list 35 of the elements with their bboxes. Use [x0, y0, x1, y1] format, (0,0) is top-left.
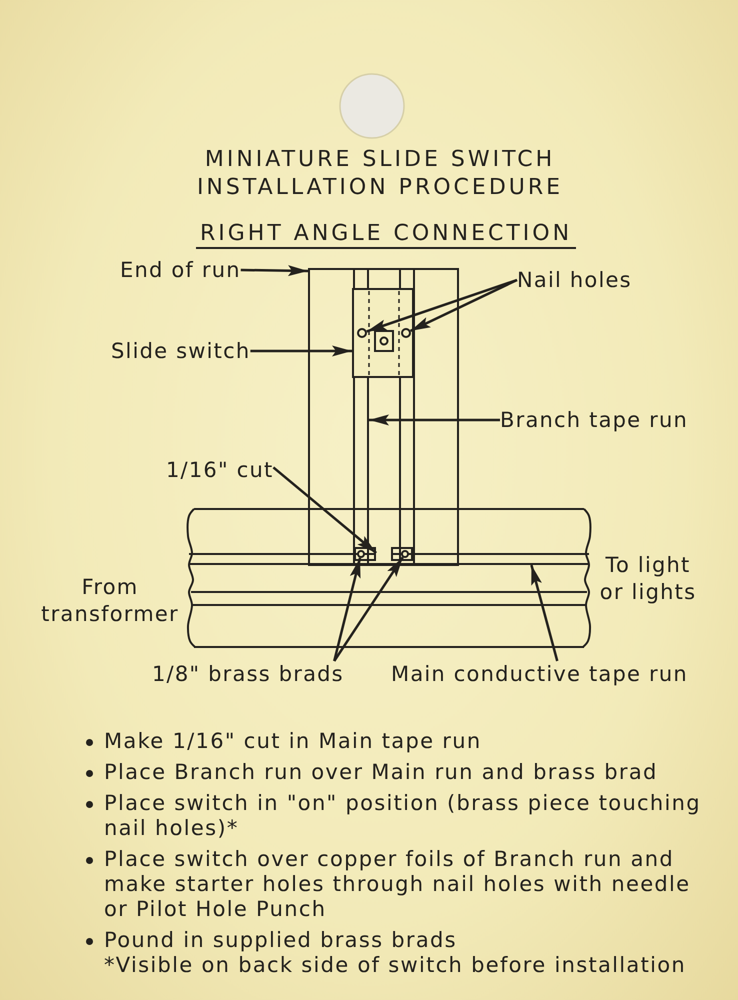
branch-tape [308, 268, 459, 566]
callout-label: Nail holes [517, 267, 632, 293]
leader-arrow [250, 346, 352, 356]
nail-hole [357, 328, 367, 338]
callout-label: 1/16" cut [166, 457, 274, 483]
leader-arrow [240, 265, 308, 276]
leader-arrow [333, 556, 404, 662]
footnote: *Visible on back side of switch before installation [104, 953, 688, 978]
callout-label: 1/8" brass brads [152, 661, 344, 687]
instruction-text: Place switch over copper foils of Branch run and make starter holes through nail holes with needle or Pilot Hole Punch [104, 847, 692, 922]
nail-hole [401, 328, 411, 338]
title: MINIATURE SLIDE SWITCH INSTALLATION PROCEDURE [196, 146, 564, 202]
callout-label: Slide switch [111, 338, 250, 364]
callout-label: Main conductive tape run [391, 661, 688, 687]
foil-strip [399, 268, 415, 566]
subheading: RIGHT ANGLE CONNECTION [196, 221, 576, 249]
leader-arrow [369, 414, 500, 426]
callout-label: End of run [120, 257, 241, 283]
brass-brad [357, 550, 365, 558]
callout-label: Branch tape run [500, 407, 688, 433]
annotation-label: From transformer [40, 574, 180, 628]
instruction-text: Pound in supplied brass brads [104, 928, 458, 953]
leader-arrow [272, 466, 377, 554]
leader-arrow [530, 564, 558, 662]
leader-arrow [333, 558, 362, 662]
foil-strip [189, 553, 589, 565]
slide-switch [352, 288, 414, 378]
main-tape [186, 508, 592, 648]
instruction-text: Place Branch run over Main run and brass brad [104, 760, 659, 785]
brass-brad [401, 550, 409, 558]
leader-arrow [410, 278, 518, 332]
leader-arrow [366, 278, 518, 333]
instruction-text: Place switch in "on" position (brass piece touching nail holes)* [104, 791, 702, 841]
instruction-text: Make 1/16" cut in Main tape run [104, 729, 482, 754]
annotation-label: To light or lights [598, 552, 698, 606]
